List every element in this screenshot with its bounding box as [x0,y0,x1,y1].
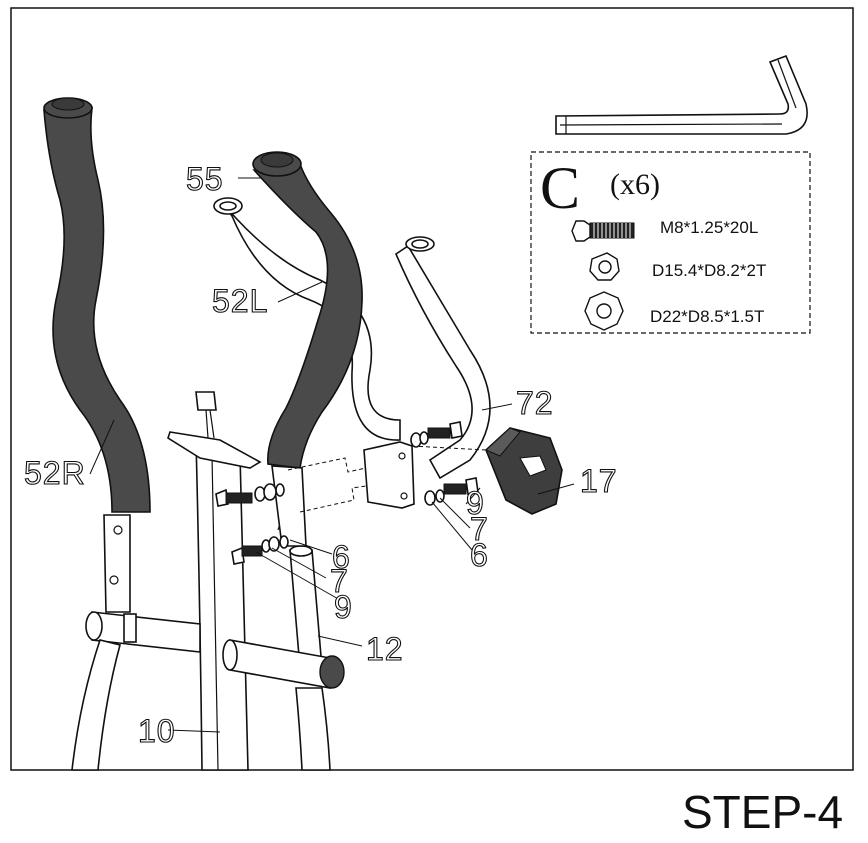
step-title: STEP-4 [682,786,843,838]
kit-spec-bolt: M8*1.25*20L [660,218,758,237]
mount-bracket-plate [363,441,415,509]
label-55: 55 [186,161,224,197]
label-17: 17 [580,463,618,499]
upper-arm-part-72 [395,236,491,480]
main-frame-part-10 [195,438,249,771]
flat-washer-icon [584,291,624,331]
handlebar-part-52R [43,97,151,513]
label-52R: 52R [24,455,86,491]
alignment-guides [287,445,487,513]
label-7-left: 7 [330,563,349,599]
kit-spec-flat-washer: D22*D8.5*1.5T [650,307,764,326]
bolt-assembly-left-upper [215,483,285,507]
label-10: 10 [138,713,176,749]
console-bracket [167,391,262,469]
bolt-icon [571,220,635,242]
spring-washer-icon [589,252,620,281]
kit-quantity: (x6) [610,168,660,201]
front-crossbar [85,611,201,653]
bolt-assembly-left-lower [231,535,289,565]
part-labels: 55 52L 52R 72 17 6 7 9 12 10 9 7 6 [23,160,618,749]
label-52L: 52L [212,283,268,319]
kit-spec-spring-washer: D15.4*D8.2*2T [652,261,766,280]
label-9-right: 9 [466,485,485,521]
lower-arm-right [71,514,131,771]
label-6-right: 6 [470,537,489,573]
label-7-right: 7 [470,511,489,547]
hardware-kit-box: C (x6) M8*1.25*20L D15.4*D8.2*2T D2 [530,151,811,334]
bolt-assembly-right-upper [410,421,463,448]
diagram-frame [10,7,854,771]
kit-letter: C [540,155,580,221]
bolt-assembly-right-lower [424,477,479,506]
label-72: 72 [516,385,554,421]
leader-lines [89,177,575,733]
allen-wrench-icon [555,54,808,135]
pivot-cover-part-17 [485,427,563,515]
label-6-left: 6 [332,539,351,575]
label-12: 12 [366,631,404,667]
label-9-left: 9 [334,589,353,625]
